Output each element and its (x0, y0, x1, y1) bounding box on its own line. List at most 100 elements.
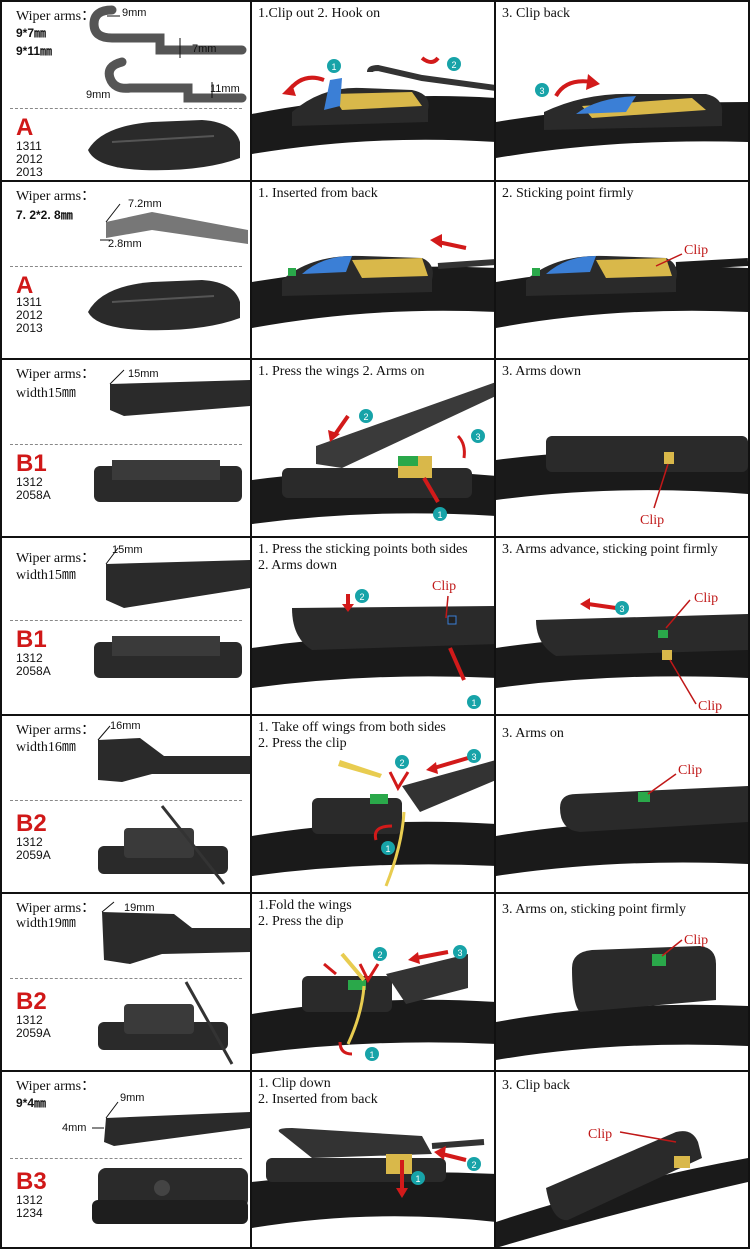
code: 2058A (16, 488, 51, 502)
connector-codes: 1311 2012 2013 (16, 140, 43, 179)
step-cell-a: 1. Clip down 2. Inserted from back 1 2 (252, 1072, 496, 1247)
arms-size: 9*7㎜ (16, 26, 47, 40)
arms-size: width19㎜ (16, 916, 76, 931)
step-line: 1.Fold the wings (258, 898, 352, 913)
step-line: 2. Inserted from back (258, 1092, 378, 1107)
step-text: 1.Fold the wings 2. Press the dip (258, 898, 490, 930)
step-illustration: 2 3 1 (252, 945, 494, 1061)
arm-spec-cell: Wiper arms： width19㎜ 19mm B2 1312 2059A (0, 894, 252, 1070)
step-badge: 3 (619, 604, 624, 614)
connector-type: B3 (16, 1168, 47, 1195)
arms-label: Wiper arms： (16, 189, 96, 204)
dimension-label: 7mm (192, 43, 217, 55)
code: 1312 (16, 651, 43, 665)
step-line: 1. Take off wings from both sides (258, 720, 446, 735)
step-badge: 2 (451, 60, 456, 70)
divider (10, 266, 242, 267)
code: 1312 (16, 475, 43, 489)
step-badge: 1 (331, 62, 336, 72)
step-badge: 1 (369, 1050, 374, 1060)
step-line: 2. Press the dip (258, 914, 344, 929)
arm-spec-cell: Wiper arms： 7. 2*2. 8㎜ 7.2mm 2.8mm A 131… (0, 182, 252, 358)
step-badge: 2 (399, 758, 404, 768)
step-text: 3. Arms down (502, 364, 581, 379)
step-badge: 2 (471, 1160, 476, 1170)
code: 1234 (16, 1206, 43, 1220)
dimension-label: 11mm (210, 83, 240, 95)
arms-label: Wiper arms： (16, 1079, 96, 1094)
adapter-photo (92, 1168, 248, 1224)
adapter-photo (88, 280, 240, 331)
connector-type: A (16, 272, 34, 299)
code: 2059A (16, 1026, 51, 1040)
step-text: 2. Sticking point firmly (502, 186, 634, 201)
connector-codes: 1312 2059A (16, 1014, 51, 1040)
clip-label: Clip (432, 579, 456, 594)
code: 2013 (16, 321, 43, 335)
step-cell-a: 1. Press the wings 2. Arms on 2 3 1 (252, 360, 496, 536)
divider (10, 620, 242, 621)
arms-size: width15㎜ (16, 386, 76, 401)
dimension-label: 16mm (110, 720, 141, 732)
adapter-photo (98, 981, 234, 1065)
dimension-label: 2.8mm (108, 238, 142, 250)
step-illustration: Clip (496, 933, 748, 1060)
connector-codes: 1312 1234 (16, 1194, 43, 1220)
arm-spec-cell: Wiper arms： 9*7㎜ 9*11㎜ 9mm 7mm 9mm 11mm … (0, 2, 252, 180)
step-line: 1. Clip down (258, 1076, 331, 1091)
clip-label: Clip (640, 513, 664, 528)
divider (10, 978, 242, 979)
arms-size: 7. 2*2. 8㎜ (16, 208, 73, 222)
width-arm-diagram (101, 901, 250, 964)
step-illustration: Clip 2 1 (252, 579, 494, 709)
connector-codes: 1311 2012 2013 (16, 296, 43, 335)
connector-type: B1 (16, 626, 47, 653)
step-text: 3. Arms advance, sticking point firmly (502, 542, 718, 557)
clip-label: Clip (588, 1127, 612, 1142)
connector-type: A (16, 114, 34, 141)
adapter-photo (94, 460, 242, 502)
arms-label: Wiper arms： (16, 723, 96, 738)
row-3: Wiper arms： width15㎜ 15mm B1 1312 2058A … (0, 358, 750, 536)
step-line: 2. Press the clip (258, 736, 347, 751)
flat-arm-diagram (92, 1101, 250, 1146)
adapter-photo (88, 120, 240, 171)
code: 1311 (16, 295, 42, 309)
step-text: 1.Clip out 2. Hook on (258, 6, 381, 21)
step-cell-b: 3. Arms down Clip (496, 360, 750, 536)
arms-size: 9*4㎜ (16, 1096, 47, 1110)
step-cell-a: 1. Inserted from back (252, 182, 496, 358)
step-cell-b: 3. Clip back 3 (496, 2, 750, 180)
code: 2059A (16, 848, 51, 862)
dimension-label: 15mm (128, 368, 159, 380)
arm-spec-cell: Wiper arms： width15㎜ 15mm B1 1312 2058A (0, 360, 252, 536)
step-illustration: 2 3 1 (252, 382, 494, 524)
code: 1311 (16, 139, 42, 153)
arms-size: 9*11㎜ (16, 44, 53, 58)
clip-label: Clip (694, 591, 718, 606)
dimension-label: 15mm (112, 544, 143, 556)
step-cell-a: 1. Take off wings from both sides 2. Pre… (252, 716, 496, 892)
code: 2058A (16, 664, 51, 678)
step-cell-b: 3. Arms on Clip (496, 716, 750, 892)
code: 1312 (16, 1013, 43, 1027)
dimension-label: 7.2mm (128, 198, 162, 210)
connector-codes: 1312 2059A (16, 836, 51, 862)
step-illustration: Clip (496, 763, 748, 876)
step-line: 2. Arms down (258, 558, 337, 573)
step-illustration: 2 3 1 (252, 749, 494, 887)
adapter-photo (98, 805, 228, 885)
code: 2013 (16, 165, 43, 179)
row-6: Wiper arms： width19㎜ 19mm B2 1312 2059A … (0, 892, 750, 1070)
step-text: 1. Take off wings from both sides 2. Pre… (258, 720, 490, 752)
step-cell-a: 1.Fold the wings 2. Press the dip 2 (252, 894, 496, 1070)
step-text: 1. Clip down 2. Inserted from back (258, 1076, 490, 1108)
step-badge: 3 (471, 752, 476, 762)
arms-label: Wiper arms： (16, 9, 96, 24)
step-badge: 3 (457, 948, 462, 958)
step-illustration: 3 (496, 74, 748, 158)
row-1: Wiper arms： 9*7㎜ 9*11㎜ 9mm 7mm 9mm 11mm … (0, 0, 750, 180)
step-badge: 3 (539, 86, 544, 96)
connector-codes: 1312 2058A (16, 652, 51, 678)
dimension-label: 9mm (120, 1092, 145, 1104)
